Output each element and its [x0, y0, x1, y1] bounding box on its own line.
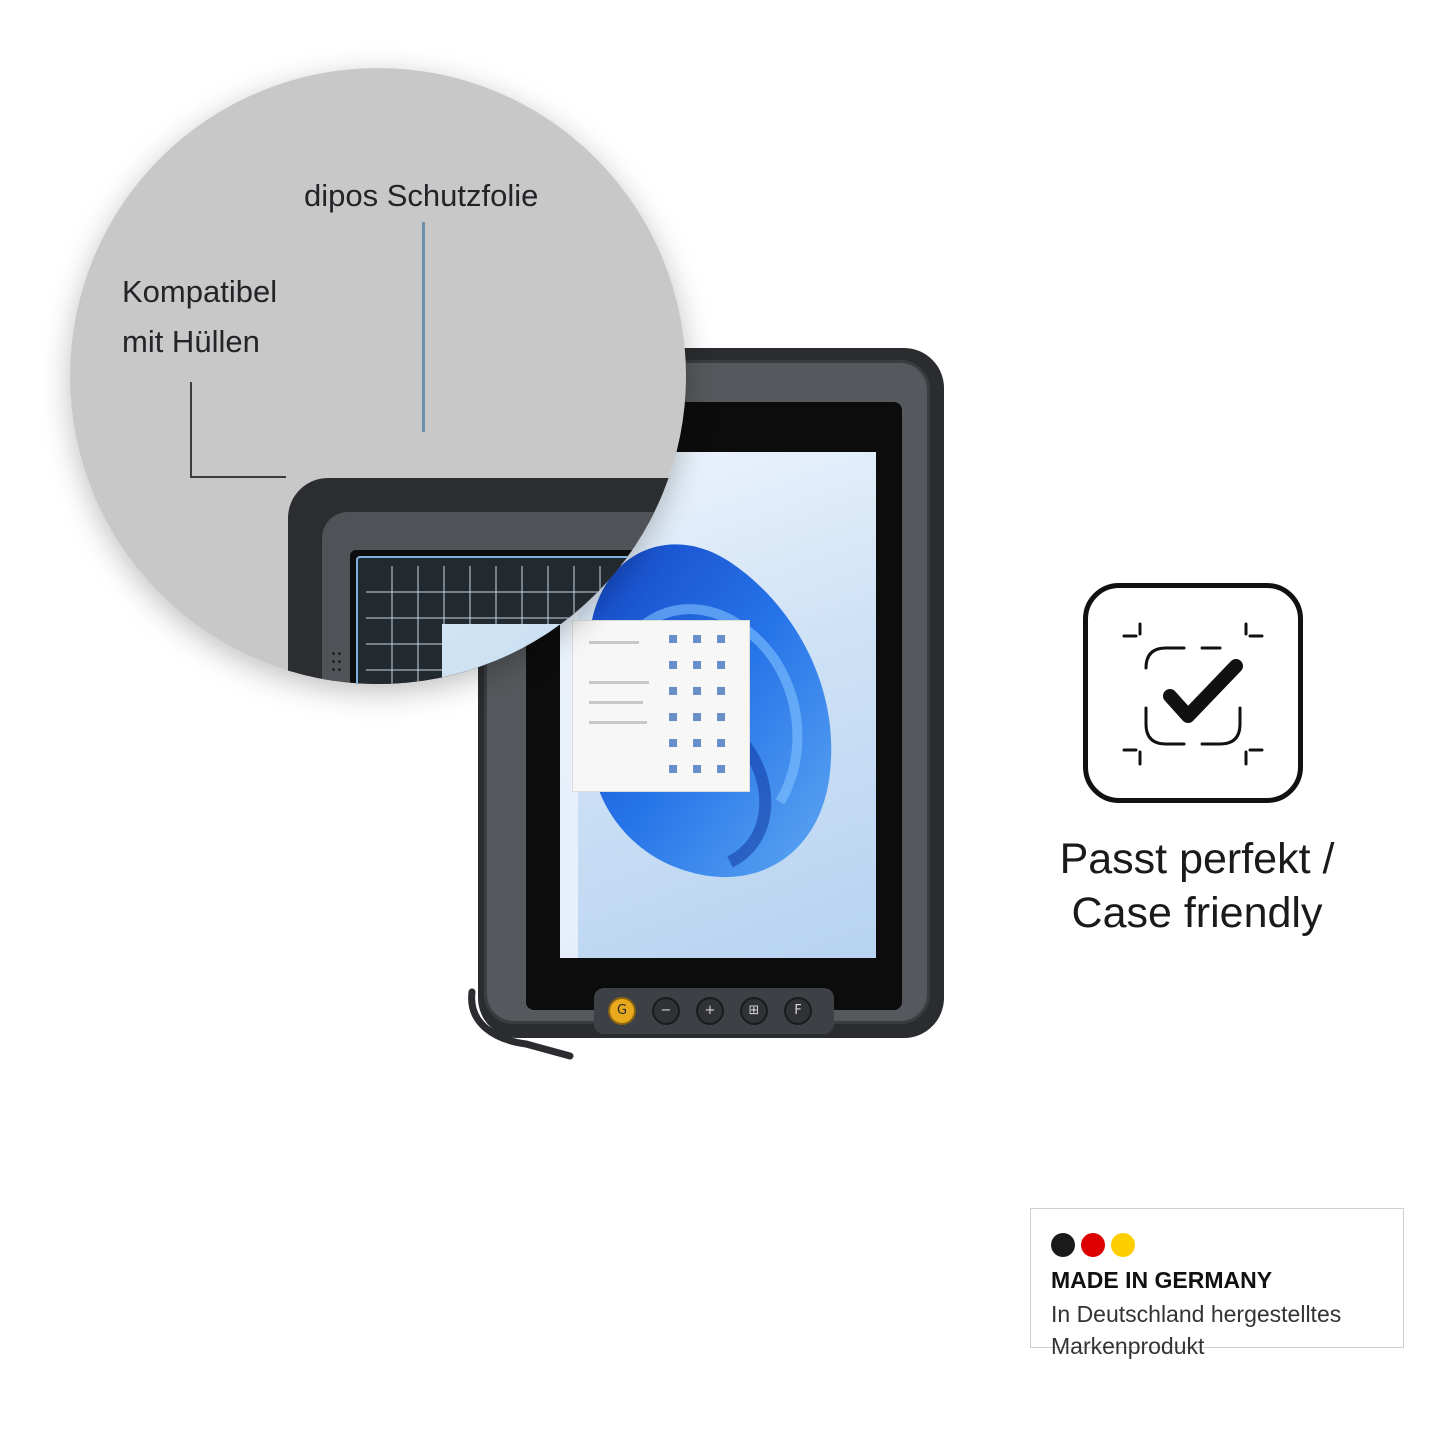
feature-label: Passt perfekt / Case friendly: [1010, 832, 1384, 940]
speaker-grille: [332, 660, 335, 663]
windows-button[interactable]: ⊞: [740, 997, 768, 1025]
flag-dot-red: [1081, 1233, 1105, 1257]
feature-label-line2: Case friendly: [1071, 889, 1323, 937]
case-callout-line-vertical: [190, 382, 192, 478]
zoom-tablet-corner: [288, 478, 686, 684]
case-label-line1: Kompatibel: [122, 274, 278, 309]
speaker-grille: [332, 652, 335, 655]
film-label: dipos Schutzfolie: [304, 178, 539, 213]
case-label-line2: mit Hüllen: [122, 324, 260, 359]
speaker-grille: [332, 668, 335, 671]
flag-dot-gold: [1111, 1233, 1135, 1257]
protective-film-edge: [356, 556, 686, 684]
badge-subtitle-line1: In Deutschland hergestelltes: [1051, 1301, 1342, 1327]
made-in-germany-badge: MADE IN GERMANY In Deutschland hergestel…: [1030, 1208, 1404, 1359]
hardware-button-bar: G − + ⊞ F: [594, 988, 834, 1034]
case-callout-line-horizontal: [190, 476, 286, 478]
function-button[interactable]: F: [784, 997, 812, 1025]
feature-label-line1: Passt perfekt /: [1059, 835, 1335, 883]
badge-title: MADE IN GERMANY: [1051, 1267, 1273, 1293]
speaker-grille: [338, 660, 341, 663]
badge-subtitle-line2: Markenprodukt: [1051, 1333, 1205, 1359]
speaker-grille: [338, 668, 341, 671]
power-button[interactable]: G: [608, 997, 636, 1025]
zoom-detail-circle: dipos Schutzfolie Kompatibel mit Hüllen: [70, 68, 686, 684]
zoom-tablet-frame: [322, 512, 686, 684]
volume-up-button[interactable]: +: [696, 997, 724, 1025]
zoom-screen-area: [442, 624, 686, 684]
check-icon: [1122, 622, 1264, 766]
stylus-tether: [468, 988, 574, 1060]
check-in-frame-icon: [1083, 583, 1303, 803]
flag-dot-black: [1051, 1233, 1075, 1257]
speaker-grille: [338, 652, 341, 655]
film-callout-line: [422, 222, 425, 432]
volume-down-button[interactable]: −: [652, 997, 680, 1025]
